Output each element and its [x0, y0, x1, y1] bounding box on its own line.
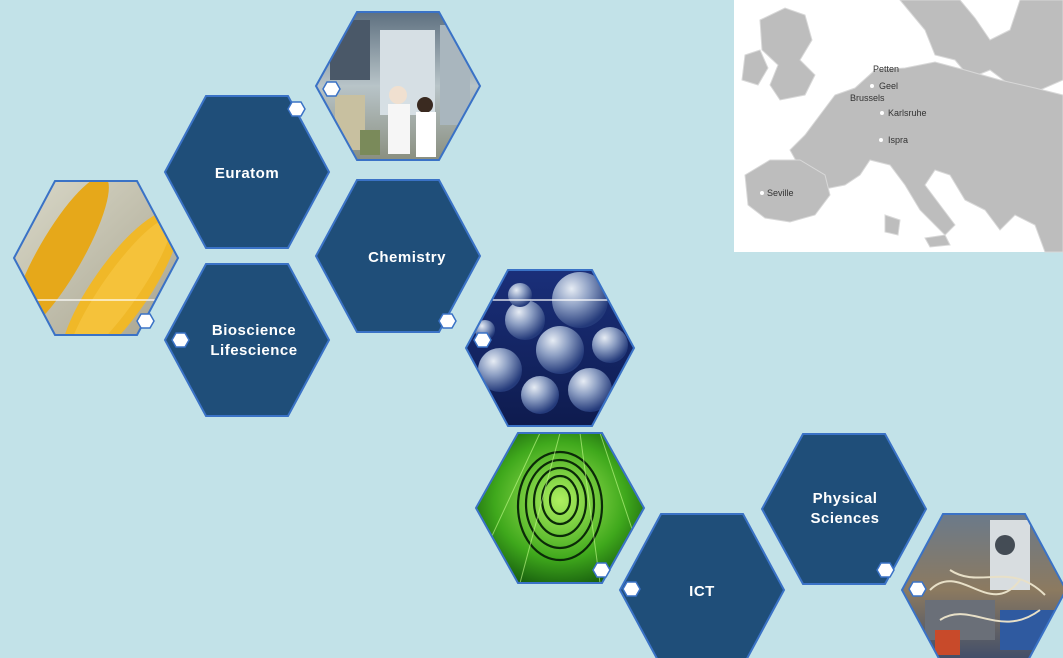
city-label-petten: Petten: [873, 64, 899, 74]
hex-euratom-shape: [163, 95, 331, 249]
hex-physical-sciences-shape: [760, 433, 928, 585]
small-hexagon-icon: [322, 81, 341, 97]
hex-ict-label: ICT: [689, 583, 715, 600]
hex-euratom-label: Euratom: [215, 165, 279, 182]
city-label-karlsruhe: Karlsruhe: [888, 108, 927, 118]
hex-bioscience-shape: [163, 263, 331, 417]
city-label-brussels: Brussels: [850, 93, 885, 103]
city-dot-seville: [760, 191, 764, 195]
hex-physical-label-line1: Physical: [813, 490, 878, 507]
map-land-british-isles: [759, 7, 816, 101]
city-dot-geel: [870, 84, 874, 88]
city-dot-ispra: [879, 138, 883, 142]
small-hexagon-icon: [592, 562, 611, 578]
map-land-scandinavia: [899, 0, 1063, 91]
small-hexagon-icon: [171, 332, 190, 348]
hex-ict: ICT: [618, 513, 786, 658]
map-land-iberia: [744, 159, 831, 223]
small-hexagon-icon: [908, 581, 927, 597]
hex-chemistry-label: Chemistry: [368, 249, 446, 266]
city-label-ispra: Ispra: [888, 135, 908, 145]
hex-bioscience-label-line1: Bioscience: [212, 322, 296, 339]
small-hexagon-icon: [287, 101, 306, 117]
nanoparticle-spheres-photo: [464, 269, 636, 427]
hex-euratom: Euratom: [163, 95, 331, 249]
corn-cobs-photo: [12, 180, 180, 336]
map-land-ireland: [741, 49, 769, 86]
map-land-continent: [789, 61, 1063, 253]
map-land-italy-islands: [884, 214, 951, 248]
city-label-seville: Seville: [767, 188, 794, 198]
city-label-geel: Geel: [879, 81, 898, 91]
small-hexagon-icon: [438, 313, 457, 329]
map-cities: Petten Geel Brussels Karlsruhe Ispra Sev…: [760, 64, 927, 198]
laboratory-robotics-photo: [314, 11, 482, 161]
europe-map: Petten Geel Brussels Karlsruhe Ispra Sev…: [734, 0, 1063, 253]
small-hexagon-icon: [622, 581, 641, 597]
small-hexagon-icon: [136, 313, 155, 329]
physics-apparatus-photo: [900, 513, 1063, 658]
small-hexagon-icon: [473, 332, 492, 348]
hex-bioscience-lifescience: Bioscience Lifescience: [163, 263, 331, 417]
hex-ict-shape: [618, 513, 786, 658]
digital-fingerprint-photo: [474, 432, 646, 584]
small-hexagon-icon: [876, 562, 895, 578]
hex-physical-sciences: Physical Sciences: [760, 433, 928, 585]
hex-bioscience-label-line2: Lifescience: [210, 342, 297, 359]
hex-chemistry: Chemistry: [314, 179, 482, 333]
hex-physical-label-line2: Sciences: [810, 510, 879, 527]
city-dot-karlsruhe: [880, 111, 884, 115]
hex-chemistry-shape: [314, 179, 482, 333]
city-dot-petten: [866, 67, 870, 71]
